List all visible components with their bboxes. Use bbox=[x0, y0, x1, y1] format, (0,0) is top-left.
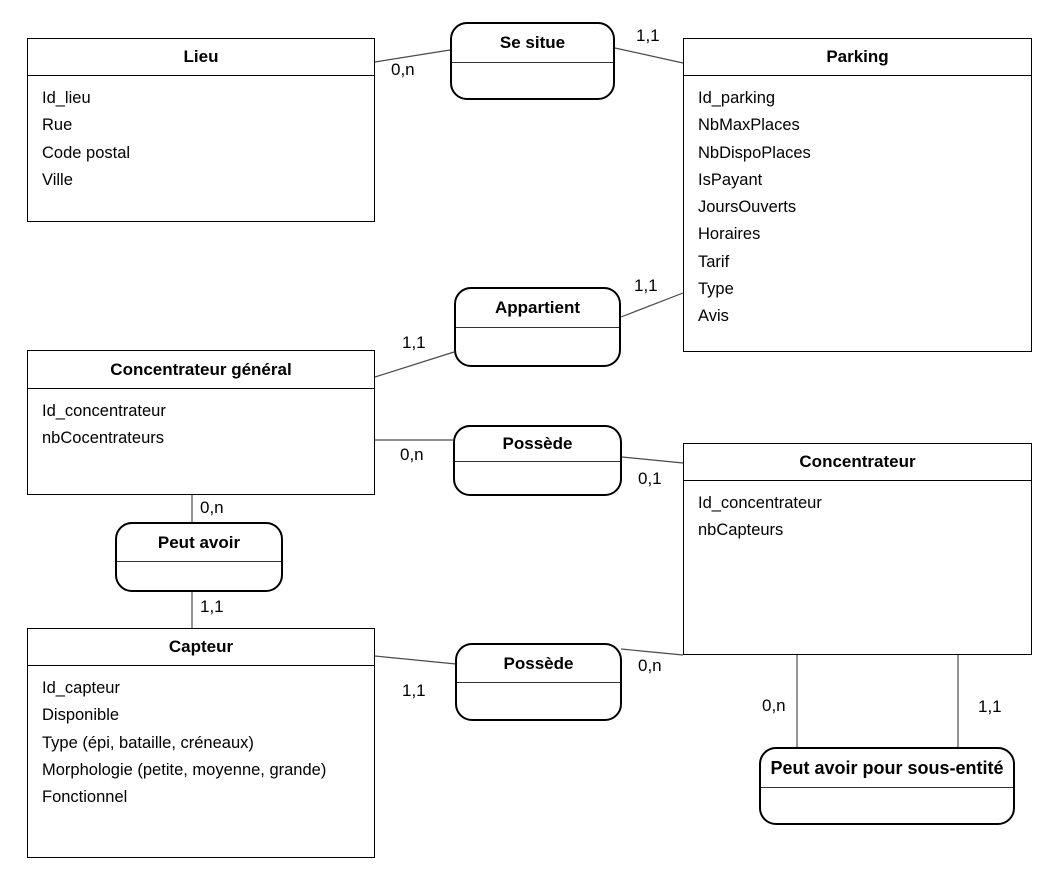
attribute-row: Id_lieu bbox=[42, 89, 91, 107]
cardinality-label: 1,1 bbox=[402, 333, 426, 352]
cardinality-label: 1,1 bbox=[200, 597, 224, 616]
attribute-row: Id_concentrateur bbox=[42, 402, 166, 420]
relationship-possede-bas: Possède bbox=[455, 643, 622, 721]
connector-line-lieu-sesitue bbox=[374, 49, 451, 63]
relationship-peut-avoir-header: Peut avoir bbox=[117, 524, 281, 562]
relationship-peut-avoir: Peut avoir bbox=[115, 522, 283, 592]
relationship-se-situe: Se situe bbox=[450, 22, 615, 100]
entity-capteur-header: Capteur bbox=[28, 629, 374, 666]
attribute-row: Morphologie (petite, moyenne, grande) bbox=[42, 760, 327, 779]
connector-line-cg-appartient bbox=[374, 351, 455, 378]
cardinality-label: 0,n bbox=[400, 445, 424, 464]
entity-capteur: Capteur Id_capteur Disponible Type (épi,… bbox=[27, 628, 375, 858]
cardinality-label: 0,n bbox=[762, 696, 786, 715]
relationship-appartient-header: Appartient bbox=[456, 289, 619, 328]
attribute-row: NbMaxPlaces bbox=[698, 116, 800, 135]
relationship-se-situe-header: Se situe bbox=[452, 24, 613, 63]
attribute-row: Disponible bbox=[42, 706, 120, 725]
relationship-appartient-body bbox=[456, 328, 619, 365]
cardinality-label: 1,1 bbox=[402, 681, 426, 700]
entity-capteur-title: Capteur bbox=[168, 637, 234, 656]
attribute-row: Id_capteur bbox=[42, 679, 120, 697]
relationship-appartient: Appartient bbox=[454, 287, 621, 367]
attribute-row: nbCapteurs bbox=[698, 521, 784, 540]
attribute-row: IsPayant bbox=[698, 170, 763, 189]
relationship-peut-avoir-pour-sous-entite: Peut avoir pour sous-entité bbox=[759, 747, 1015, 825]
connector-line-capteur-possede2 bbox=[374, 655, 457, 665]
relationship-possede-bas-body bbox=[457, 683, 620, 719]
attribute-row: nbCocentrateurs bbox=[42, 429, 164, 448]
relationship-possede-haut-body bbox=[455, 462, 620, 494]
attribute-row: Type bbox=[698, 280, 734, 299]
entity-parking-title: Parking bbox=[826, 47, 889, 66]
attribute-row: Tarif bbox=[698, 252, 730, 271]
attribute-row: JoursOuverts bbox=[698, 198, 797, 217]
connector-line-sesitue-parking bbox=[614, 47, 684, 64]
entity-concentrateur: Concentrateur Id_concentrateur nbCapteur… bbox=[683, 443, 1032, 655]
connector-line-possede1-concentrateur bbox=[621, 456, 684, 464]
relationship-peut-avoir-body bbox=[117, 562, 281, 590]
cardinality-label: 0,n bbox=[638, 656, 662, 675]
entity-lieu-header: Lieu bbox=[28, 39, 374, 76]
relationship-possede-haut-header: Possède bbox=[455, 427, 620, 462]
connector-line-possede2-concentrateur bbox=[620, 648, 684, 656]
entity-capteur-attributes: Id_capteur Disponible Type (épi, bataill… bbox=[28, 666, 374, 811]
entity-lieu: Lieu Id_lieu Rue Code postal Ville bbox=[27, 38, 375, 222]
cardinality-label: 0,n bbox=[391, 60, 415, 79]
entity-concentrateur-attributes: Id_concentrateur nbCapteurs bbox=[684, 481, 1031, 545]
entity-lieu-attributes: Id_lieu Rue Code postal Ville bbox=[28, 76, 374, 194]
entity-concentrateur-general-attributes: Id_concentrateur nbCocentrateurs bbox=[28, 389, 374, 453]
entity-concentrateur-header: Concentrateur bbox=[684, 444, 1031, 481]
relationship-se-situe-title: Se situe bbox=[499, 33, 566, 52]
entity-parking-header: Parking bbox=[684, 39, 1031, 76]
relationship-peut-avoir-title: Peut avoir bbox=[157, 532, 241, 552]
cardinality-label: 0,1 bbox=[638, 469, 662, 488]
attribute-row: Code postal bbox=[42, 143, 131, 162]
attribute-row: Id_parking bbox=[698, 89, 776, 107]
cardinality-label: 1,1 bbox=[634, 276, 658, 295]
attribute-row: Horaires bbox=[698, 225, 761, 244]
attribute-row: Avis bbox=[698, 307, 729, 326]
relationship-peut-avoir-pour-sous-entite-body bbox=[761, 788, 1013, 823]
entity-lieu-title: Lieu bbox=[183, 47, 219, 66]
relationship-appartient-title: Appartient bbox=[495, 298, 580, 317]
relationship-possede-bas-header: Possède bbox=[457, 645, 620, 683]
attribute-row: Id_concentrateur bbox=[698, 494, 822, 512]
relationship-peut-avoir-pour-sous-entite-header: Peut avoir pour sous-entité bbox=[761, 749, 1013, 788]
entity-concentrateur-title: Concentrateur bbox=[799, 452, 916, 471]
cardinality-label: 1,1 bbox=[978, 697, 1002, 716]
attribute-row: NbDispoPlaces bbox=[698, 143, 811, 162]
entity-concentrateur-general-title: Concentrateur général bbox=[110, 359, 292, 379]
relationship-possede-haut: Possède bbox=[453, 425, 622, 496]
connector-line-appartient-parking bbox=[620, 292, 684, 318]
attribute-row: Ville bbox=[42, 170, 73, 189]
relationship-se-situe-body bbox=[452, 63, 613, 98]
entity-parking-attributes: Id_parking NbMaxPlaces NbDispoPlaces IsP… bbox=[684, 76, 1031, 331]
attribute-row: Fonctionnel bbox=[42, 788, 128, 807]
relationship-possede-bas-title: Possède bbox=[503, 653, 574, 673]
relationship-possede-haut-title: Possède bbox=[502, 434, 573, 453]
entity-concentrateur-general: Concentrateur général Id_concentrateur n… bbox=[27, 350, 375, 495]
attribute-row: Rue bbox=[42, 116, 73, 135]
relationship-peut-avoir-pour-sous-entite-title: Peut avoir pour sous-entité bbox=[770, 757, 1004, 778]
cardinality-label: 1,1 bbox=[636, 26, 660, 45]
attribute-row: Type (épi, bataille, créneaux) bbox=[42, 733, 254, 752]
cardinality-label: 0,n bbox=[200, 498, 224, 517]
entity-parking: Parking Id_parking NbMaxPlaces NbDispoPl… bbox=[683, 38, 1032, 352]
entity-concentrateur-general-header: Concentrateur général bbox=[28, 351, 374, 389]
